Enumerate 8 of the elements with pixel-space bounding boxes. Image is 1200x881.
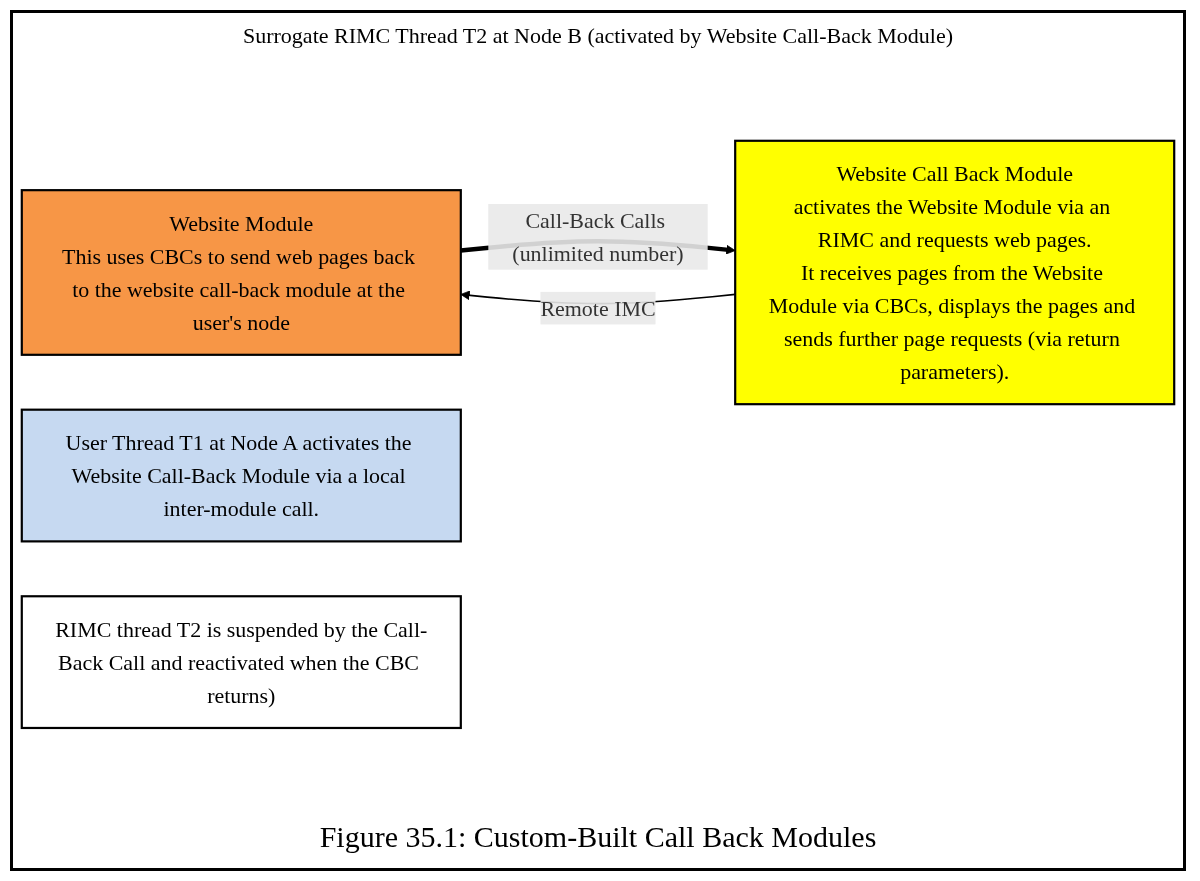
node-box: Website Call Back Module activates the Website Module via an RIMC and requests web pages. It receives pages from the Website Module via CBCs, displays the pages and sends further page requests (via return parameters). (734, 139, 1176, 406)
edge-label: Call-Back Calls (unlimited number) (512, 208, 684, 266)
node-box: Website Module This uses CBCs to send web pages back to the website call-back module at the user's node (20, 189, 462, 357)
edge-label: Remote IMC (540, 296, 656, 321)
note-text: Surrogate RIMC Thread T2 at Node B (activated by Website Call-Back Module) (243, 23, 953, 49)
figure-caption: Figure 35.1: Custom-Built Call Back Modules (319, 820, 877, 854)
node-box: RIMC thread T2 is suspended by the Call-Back Call and reactivated when the CBC returns) (20, 595, 462, 730)
node-box: User Thread T1 at Node A activates the Website Call-Back Module via a local inter-module call. (20, 408, 462, 543)
